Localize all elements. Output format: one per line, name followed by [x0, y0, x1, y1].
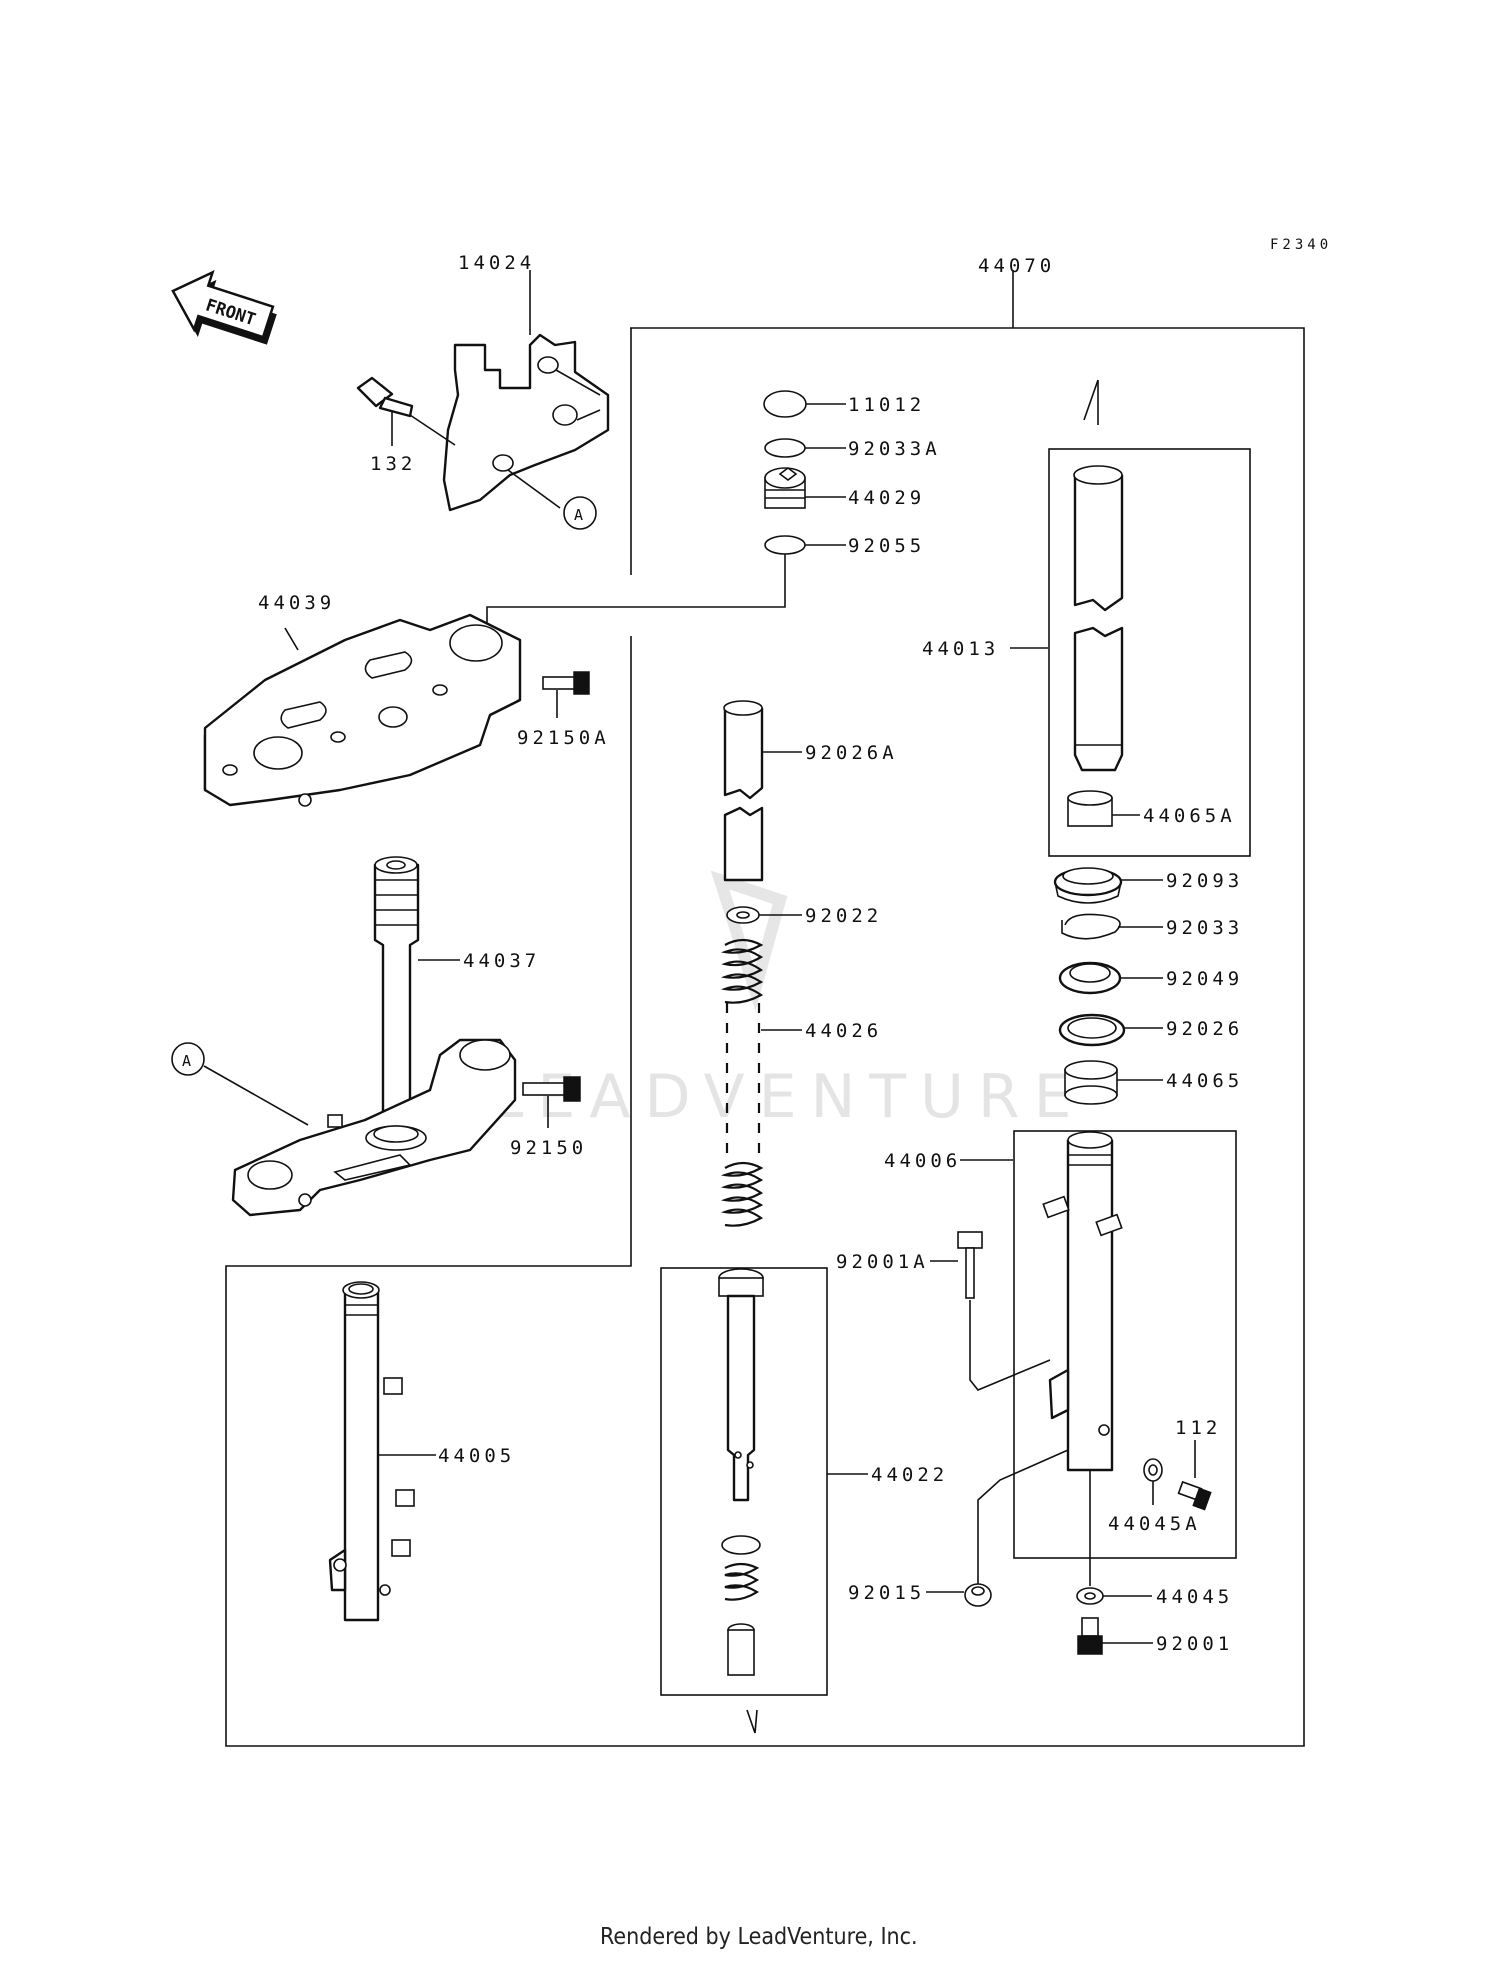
oil-seal-92049 [1058, 961, 1122, 995]
label-11012: 11012 [848, 394, 925, 416]
label-132: 132 [370, 453, 416, 475]
label-92026: 92026 [1166, 1018, 1243, 1040]
label-44065: 44065 [1166, 1070, 1243, 1092]
cylinder-box [660, 1267, 828, 1696]
ref-marker-a-bottom [171, 1042, 205, 1076]
label-92033: 92033 [1166, 917, 1243, 939]
cylinder-44022 [718, 1268, 764, 1676]
label-92001: 92001 [1156, 1633, 1233, 1655]
fork-leg-44005 [328, 1281, 415, 1622]
label-14024: 14024 [458, 252, 535, 274]
bolt-92150a [542, 671, 590, 695]
label-44045: 44045 [1156, 1586, 1233, 1608]
label-44039: 44039 [258, 592, 335, 614]
label-44022: 44022 [871, 1464, 948, 1486]
bushing-44065 [1064, 1060, 1118, 1105]
dust-seal-92093 [1053, 867, 1123, 904]
steering-stem-44037 [231, 856, 517, 1217]
bolt-92150 [522, 1076, 581, 1102]
clip-92033 [1061, 913, 1121, 940]
upper-bracket-44039 [203, 613, 522, 807]
cover-14024 [442, 333, 610, 512]
label-44006: 44006 [884, 1150, 961, 1172]
label-92033A: 92033A [848, 438, 941, 460]
front-arrow-icon: FRONT [171, 269, 277, 345]
label-92026A: 92026A [805, 742, 898, 764]
washer-92026 [1058, 1013, 1126, 1047]
label-44065A: 44065A [1143, 805, 1236, 827]
cap-11012 [763, 390, 807, 418]
bushing-44065a [1067, 790, 1113, 827]
ref-marker-a-top-label: A [574, 506, 583, 524]
inner-tube-44013 [1073, 465, 1124, 772]
oring-92055 [764, 535, 806, 555]
label-112: 112 [1175, 1417, 1221, 1439]
watermark-text: LEADVENTURE [490, 1062, 1086, 1132]
nut-92015 [964, 1583, 992, 1607]
adjuster-44029 [764, 467, 806, 509]
label-92015: 92015 [848, 1582, 925, 1604]
label-92150: 92150 [510, 1137, 587, 1159]
bolt-112 [1177, 1480, 1212, 1511]
assembly-outline [225, 270, 1305, 1747]
outer-tube-44006 [1042, 1131, 1123, 1472]
watermark: LEADVENTURE [490, 870, 1086, 1132]
label-44026: 44026 [805, 1020, 882, 1042]
inner-tube-box [1048, 448, 1251, 857]
spacer-92026a [723, 700, 764, 882]
circlip-92033a [764, 438, 806, 458]
footer-credit: Rendered by LeadVenture, Inc. [600, 1924, 918, 1950]
label-44013: 44013 [922, 638, 999, 660]
label-92001A: 92001A [836, 1251, 929, 1273]
label-92093: 92093 [1166, 870, 1243, 892]
bolt-92001 [1077, 1617, 1103, 1655]
ref-marker-a-top [563, 496, 597, 530]
outer-tube-box [1013, 1130, 1237, 1559]
label-44070: 44070 [978, 255, 1055, 277]
label-44037: 44037 [463, 950, 540, 972]
label-44005: 44005 [438, 1445, 515, 1467]
ref-marker-a-bottom-label: A [182, 1052, 191, 1070]
bolt-92001a [957, 1231, 983, 1299]
bolt-132 [356, 376, 456, 446]
label-44029: 44029 [848, 487, 925, 509]
label-92055: 92055 [848, 535, 925, 557]
spring-44026 [720, 938, 764, 1227]
figure-code: F2340 [1270, 237, 1332, 253]
label-92022: 92022 [805, 905, 882, 927]
label-44045A: 44045A [1108, 1513, 1201, 1535]
label-92150A: 92150A [517, 727, 610, 749]
label-92049: 92049 [1166, 968, 1243, 990]
